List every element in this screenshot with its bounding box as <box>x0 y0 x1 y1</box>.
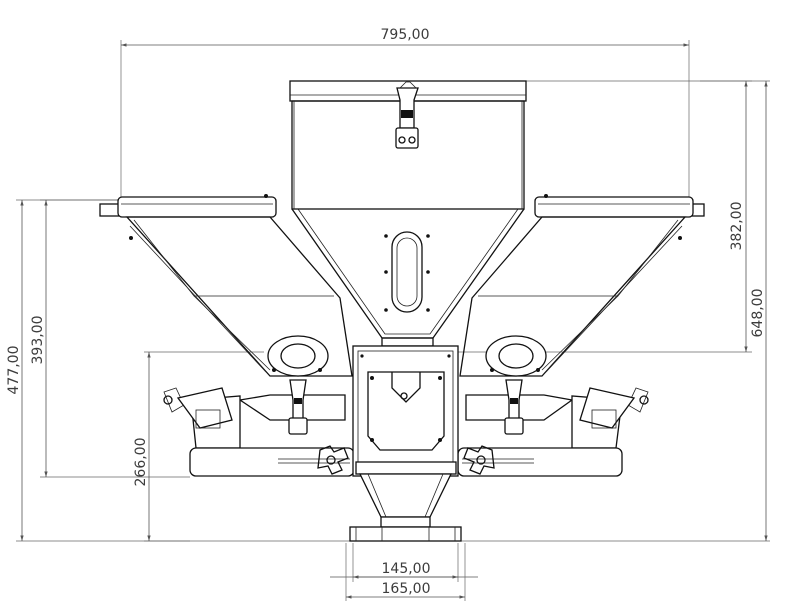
side-hopper-right <box>459 194 705 377</box>
mixer-height-label: 266,00 <box>133 438 149 487</box>
feeder-right <box>457 335 649 477</box>
outlet-outer-label: 165,00 <box>382 581 431 597</box>
total-height-right-label: 648,00 <box>750 289 766 338</box>
total-height-left-label: 477,00 <box>6 346 22 395</box>
dimension-outlet-inner: 145,00 <box>330 543 478 582</box>
outlet-inner-label: 145,00 <box>382 561 431 577</box>
outlet-funnel <box>349 461 462 542</box>
dimension-total-height-right: 648,00 <box>460 80 770 542</box>
feeder-left <box>163 335 355 477</box>
dimension-mixer-height: 266,00 <box>133 351 264 542</box>
side-hopper-left <box>99 194 353 377</box>
overall-width-label: 795,00 <box>381 27 430 43</box>
dimension-overall-width: 795,00 <box>120 27 690 197</box>
bin-height-label: 382,00 <box>729 202 745 251</box>
mixer-body <box>352 345 459 477</box>
dimension-outlet-outer: 165,00 <box>345 543 466 601</box>
dimension-side-bin-height: 393,00 <box>30 199 190 478</box>
side-bin-height-label: 393,00 <box>30 316 46 365</box>
lid-clamp-center <box>395 81 419 149</box>
